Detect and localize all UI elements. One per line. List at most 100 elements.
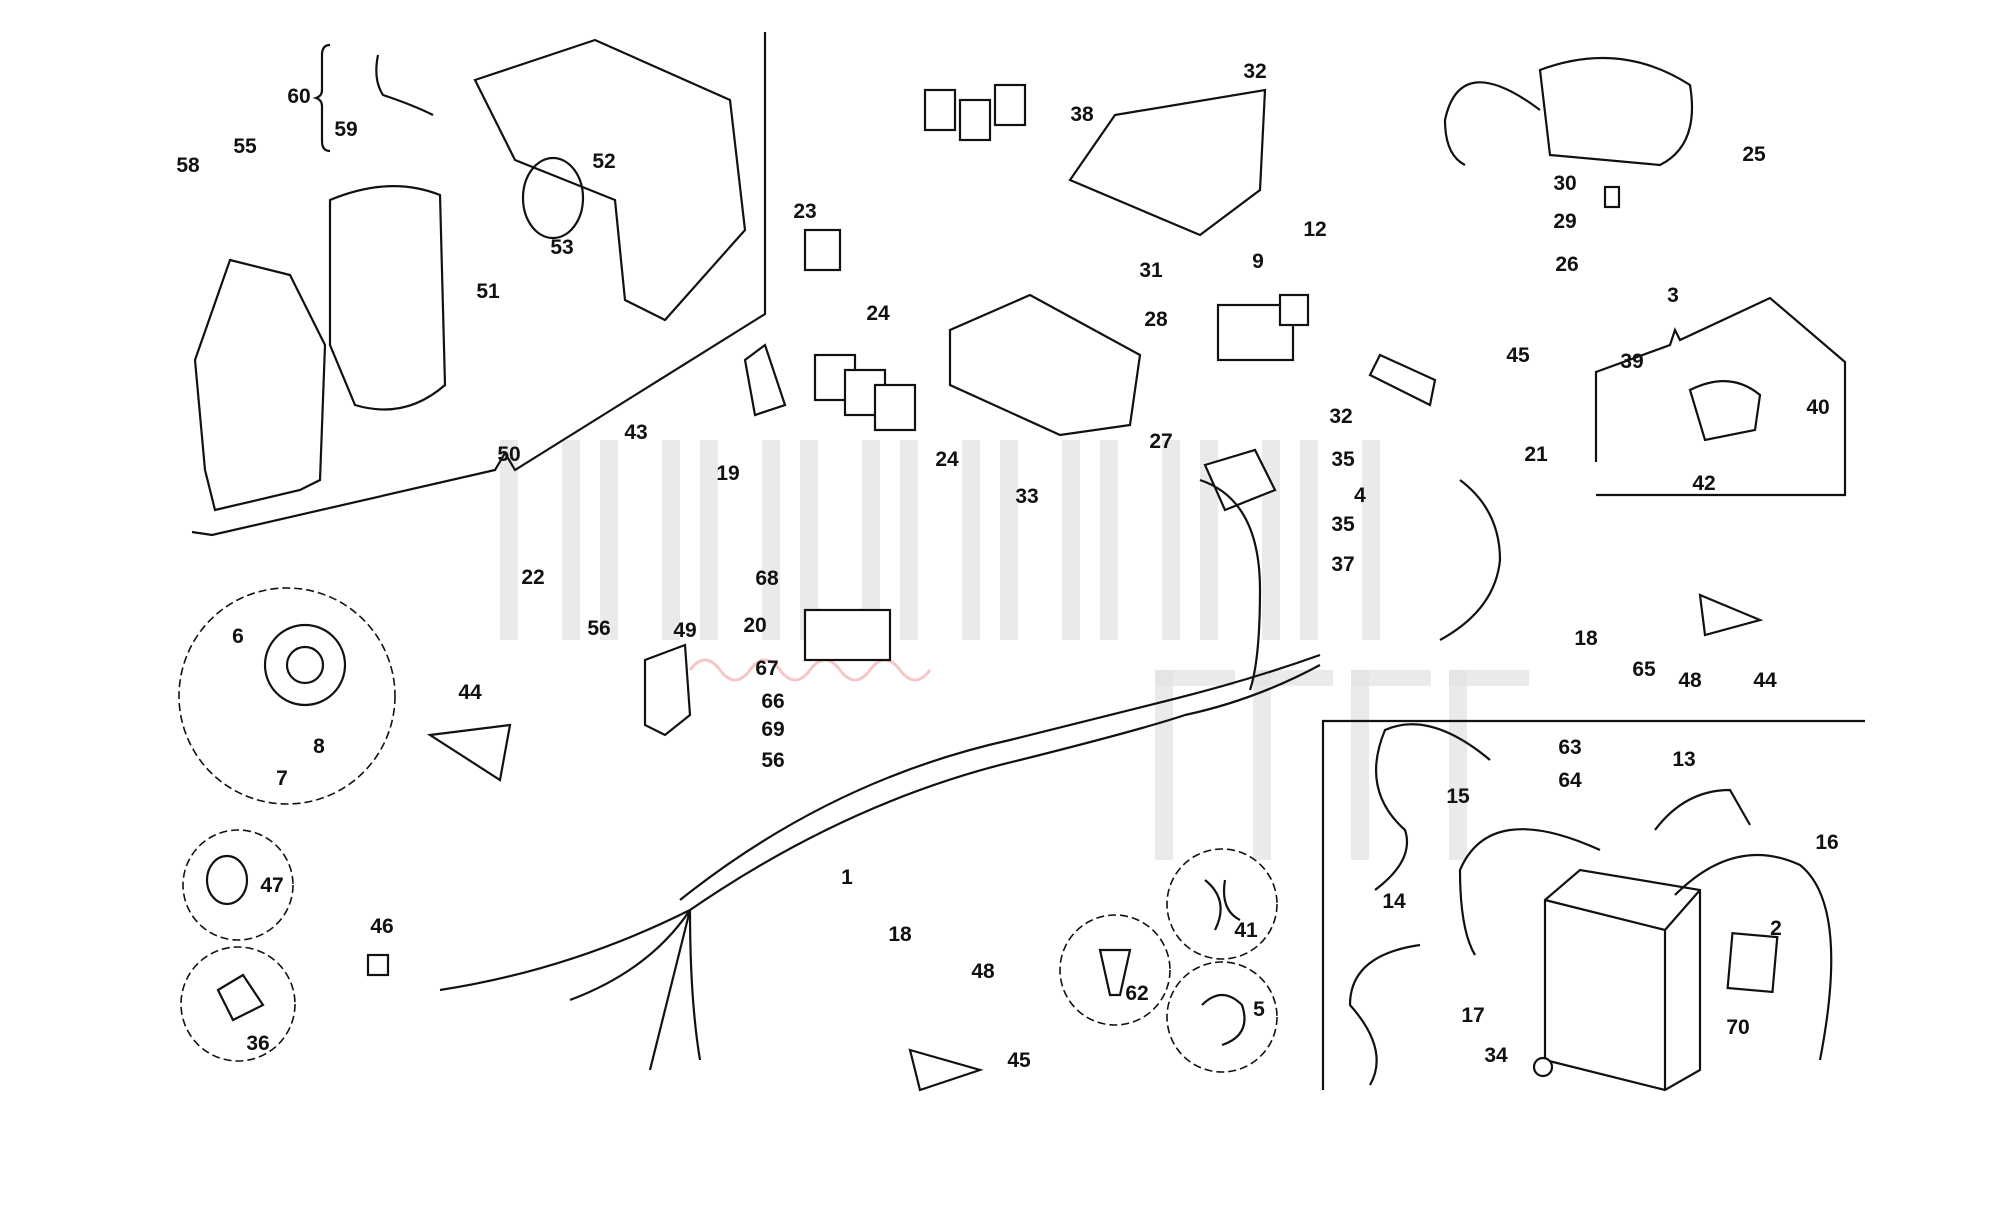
cable-14 [1458,828,1601,956]
part-label-44: 44 [458,681,482,704]
part-label-70: 70 [1726,1016,1749,1039]
part-label-1: 1 [841,866,853,889]
part-label-69: 69 [761,718,784,741]
part-number-labels: 6059585552535150432219232424323831289122… [176,60,1838,1072]
part-label-5: 5 [1253,998,1265,1021]
watermark-letter-stroke [1362,440,1380,640]
part-label-42: 42 [1692,472,1715,495]
part-label-64: 64 [1558,769,1582,792]
indicator-45-front [908,1048,984,1092]
part-label-56: 56 [587,617,610,640]
part-label-38: 38 [1070,103,1094,126]
tail-light-wire [1443,81,1541,166]
watermark-letter-stroke [1253,670,1271,860]
headlight-body [328,185,447,411]
relay-top-3 [993,83,1027,127]
horn-inset [178,587,396,805]
part-label-29: 29 [1553,210,1576,233]
part-label-18: 18 [1574,627,1598,650]
part-label-26: 26 [1555,253,1578,276]
inset-frames [178,32,1865,1090]
part-label-28: 28 [1144,308,1168,331]
lead-13 [1654,788,1751,831]
part-label-49: 49 [673,619,696,642]
cap-34 [1532,1056,1554,1078]
relay-bracket [948,293,1142,437]
part-label-40: 40 [1806,396,1829,419]
watermark-letter-stroke [1155,670,1235,686]
part-label-7: 7 [276,767,288,790]
part-label-24: 24 [935,448,959,471]
tail-group-frame [1594,296,1847,497]
harness-rear [1199,478,1262,691]
part-label-43: 43 [624,421,647,444]
part-label-56: 56 [761,749,784,772]
watermark-letter-stroke [562,440,580,640]
plate-light-3 [1688,380,1762,442]
ecu-20 [803,608,892,662]
part-label-15: 15 [1446,785,1470,808]
part-label-27: 27 [1149,430,1172,453]
relay-top-1 [923,88,957,132]
part-label-33: 33 [1015,485,1038,508]
indicator-44-rear [1698,593,1764,637]
part-label-48: 48 [1678,669,1702,692]
rivet-inset [1059,914,1171,1026]
coil-4 [1203,448,1277,512]
battery-edges [1544,889,1701,1090]
parts [193,38,1833,1092]
battery-70 [1543,868,1702,1092]
part-label-3: 3 [1667,284,1679,307]
relay-46 [366,953,390,977]
part-label-45: 45 [1007,1049,1031,1072]
headlight-group-bracket [191,32,767,537]
part-label-25: 25 [1742,143,1766,166]
part-label-35: 35 [1331,513,1355,536]
holder-inset [1166,848,1278,960]
indicator-44-front [426,723,512,782]
part-label-32: 32 [1329,405,1352,428]
part-label-21: 21 [1524,443,1548,466]
part-label-65: 65 [1632,658,1656,681]
part-label-44: 44 [1753,669,1777,692]
watermark-letter-stroke [1300,440,1318,640]
bulb-wire [375,54,434,116]
clamp-inset [182,829,294,941]
part-label-46: 46 [370,915,393,938]
part-label-37: 37 [1331,553,1354,576]
part-label-52: 52 [592,150,615,173]
watermark-letter-stroke [1351,670,1369,860]
horn-6 [263,623,347,707]
clip-5-inset [1166,961,1278,1073]
cover-38 [1068,88,1267,237]
part-label-2: 2 [1770,917,1782,940]
relay-23 [803,228,842,272]
watermark-letter-stroke [662,440,680,640]
headlight-lens [193,258,327,512]
watermark-letter-stroke [762,440,780,640]
clip-36 [216,973,265,1022]
part-label-19: 19 [716,462,739,485]
part-label-16: 16 [1815,831,1838,854]
part-label-34: 34 [1484,1044,1508,1067]
spacer-30 [1603,185,1621,209]
part-label-36: 36 [246,1032,269,1055]
watermark-letter-stroke [1155,670,1173,860]
part-label-32: 32 [1243,60,1266,83]
part-label-53: 53 [550,236,573,259]
label-2 [1726,931,1779,994]
part-label-60: 60 [287,85,310,108]
part-label-13: 13 [1672,748,1695,771]
tail-light-25 [1538,56,1694,167]
part-label-55: 55 [233,135,257,158]
part-label-24: 24 [866,302,890,325]
watermark-letter-stroke [900,440,918,640]
part-label-17: 17 [1461,1004,1484,1027]
watermark [500,440,1529,860]
clip-inset [180,946,296,1062]
part-label-63: 63 [1558,736,1581,759]
rivet-62 [1098,948,1132,997]
part-label-68: 68 [755,567,779,590]
part-label-62: 62 [1125,982,1148,1005]
